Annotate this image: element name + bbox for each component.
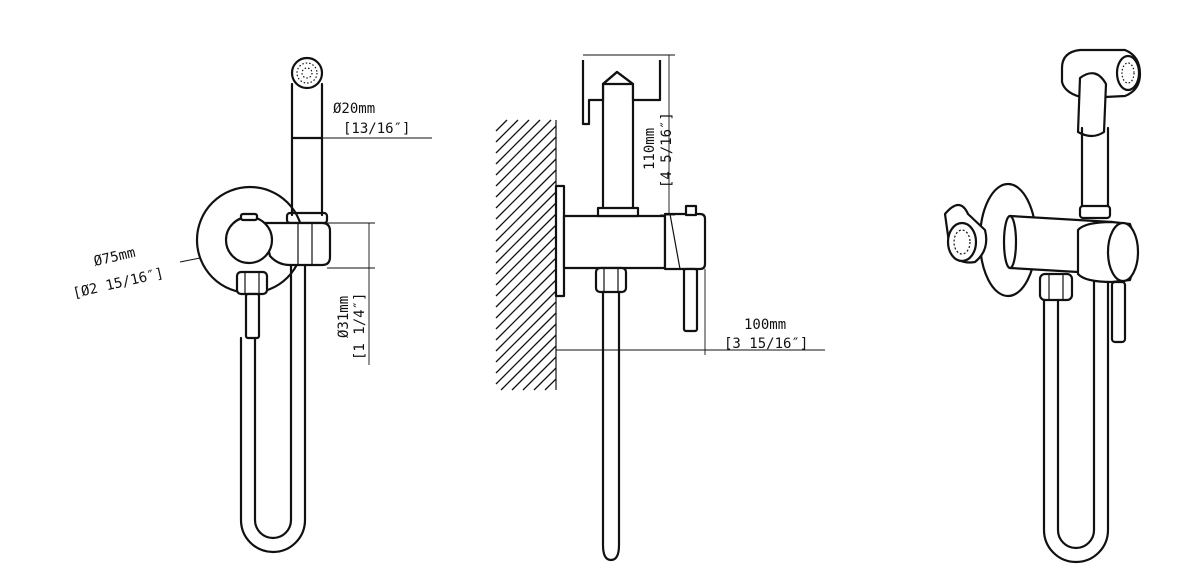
valve-diameter-imperial: [1 1/4″] [352, 293, 368, 360]
perspective-view-drawing [943, 48, 1142, 564]
hatch-line [495, 290, 557, 352]
spray-diameter-metric: Ø20mm [333, 101, 375, 117]
plate-diameter-imperial: [Ø2 15/16″] [71, 265, 165, 301]
hatch-line [495, 191, 557, 253]
hatch-line [533, 367, 557, 391]
hatch-line [495, 257, 557, 319]
hatch-line [544, 378, 557, 391]
hatch-line [495, 268, 557, 330]
spray-height-imperial: [4 5/16″] [659, 112, 675, 188]
valve-diameter-metric: Ø31mm [336, 296, 352, 338]
hatch-line [495, 119, 541, 165]
hatch-line [495, 301, 557, 363]
wall-hatch [495, 119, 557, 391]
projection-imperial: [3 15/16″] [724, 336, 808, 352]
hatch-line [495, 235, 557, 297]
plate-diameter-metric: Ø75mm [92, 245, 137, 270]
hatch-line [495, 323, 557, 385]
hatch-line [495, 202, 557, 264]
hatch-line [495, 119, 519, 143]
spray-height-metric: 110mm [642, 128, 658, 170]
hatch-line [495, 169, 557, 231]
hatch-line [495, 312, 557, 374]
front-view-dimensions [179, 137, 432, 365]
hatch-line [522, 356, 557, 391]
hatch-line [495, 213, 557, 275]
hatch-line [495, 119, 530, 154]
hatch-line [495, 279, 557, 341]
hatch-line [495, 180, 557, 242]
side-view-drawing [495, 60, 707, 562]
projection-metric: 100mm [744, 317, 786, 333]
hatch-line [500, 334, 557, 391]
spray-diameter-imperial: [13/16″] [343, 121, 410, 137]
hatch-line [495, 224, 557, 286]
hatch-line [495, 136, 557, 198]
hatch-line [495, 125, 557, 187]
hatch-line [495, 147, 557, 209]
hatch-line [495, 158, 557, 220]
hatch-line [495, 119, 552, 176]
hatch-line [495, 119, 508, 132]
side-view-dimensions [556, 54, 825, 355]
hatch-line [495, 246, 557, 308]
front-view-drawing [195, 56, 332, 554]
hatch-line [511, 345, 557, 391]
